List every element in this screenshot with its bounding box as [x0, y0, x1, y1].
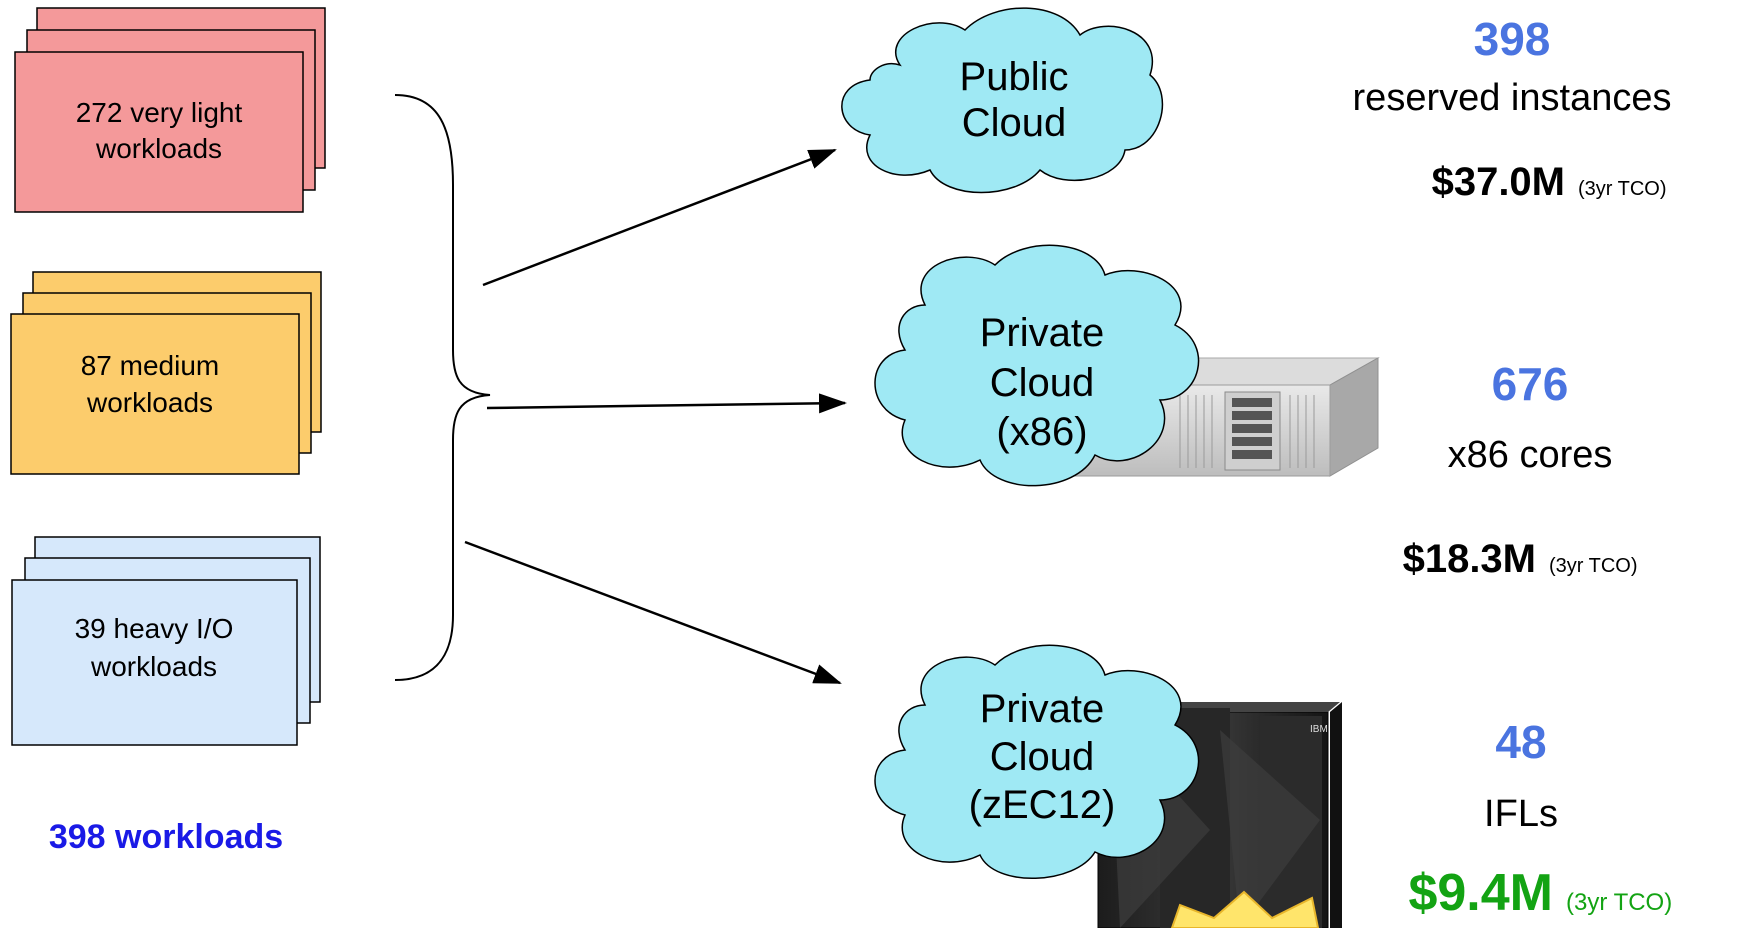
workload-stack-heavy-io: 39 heavy I/O workloads	[11, 536, 321, 746]
workload-label-line1: 87 medium	[81, 350, 220, 381]
grouping-brace	[394, 94, 491, 681]
result-public-cloud: 398 reserved instances $37.0M (3yr TCO)	[1353, 13, 1672, 204]
workload-label-line2: workloads	[95, 133, 222, 164]
workload-label-line1: 272 very light	[76, 97, 243, 128]
workload-label-line2: workloads	[90, 651, 217, 682]
result-number: 676	[1492, 358, 1569, 410]
result-cost-note: (3yr TCO)	[1549, 555, 1638, 577]
result-unit: IFLs	[1484, 793, 1558, 835]
ibm-logo: IBM	[1310, 724, 1328, 735]
workload-label-line1: 39 heavy I/O	[75, 613, 234, 644]
workload-label-line2: workloads	[86, 387, 213, 418]
cloud-label-line2: Cloud	[990, 735, 1095, 779]
stack-card-front	[14, 51, 304, 213]
workload-stack-very-light: 272 very light workloads	[14, 7, 326, 213]
result-number: 398	[1474, 13, 1551, 65]
cloud-label-line2: Cloud	[962, 101, 1067, 145]
result-cost-note: (3yr TCO)	[1566, 889, 1672, 916]
arrow-to-private-cloud-zec12	[464, 540, 842, 685]
result-private-cloud-zec12: 48 IFLs $9.4M (3yr TCO)	[1408, 716, 1672, 922]
total-workloads-label: 398 workloads	[49, 818, 283, 856]
cloud-label-line1: Public	[960, 55, 1069, 99]
public-cloud-shape: Public Cloud	[841, 7, 1164, 194]
cloud-label-line2: Cloud	[990, 361, 1095, 405]
result-cost: $37.0M	[1432, 160, 1565, 204]
stack-card-front	[11, 579, 298, 746]
arrow-to-public-cloud	[482, 148, 837, 287]
private-cloud-x86-shape: Private Cloud (x86)	[874, 244, 1200, 487]
result-unit: reserved instances	[1353, 77, 1672, 119]
cost-burst-icon	[1170, 890, 1320, 928]
cloud-label-line3: (zEC12)	[969, 783, 1116, 827]
cloud-label-line1: Private	[980, 311, 1105, 355]
private-cloud-zec12-shape: Private Cloud (zEC12)	[874, 644, 1200, 880]
cloud-label-line1: Private	[980, 687, 1105, 731]
result-cost: $18.3M	[1403, 537, 1536, 581]
arrow-to-private-cloud-x86	[486, 393, 847, 414]
stack-card-front	[10, 313, 300, 475]
workload-stack-medium: 87 medium workloads	[10, 271, 322, 475]
result-private-cloud-x86: 676 x86 cores $18.3M (3yr TCO)	[1403, 358, 1638, 581]
result-number: 48	[1495, 716, 1546, 768]
cloud-label-line3: (x86)	[996, 410, 1087, 454]
result-unit: x86 cores	[1448, 434, 1613, 476]
result-cost: $9.4M	[1408, 864, 1553, 922]
result-cost-note: (3yr TCO)	[1578, 178, 1667, 200]
